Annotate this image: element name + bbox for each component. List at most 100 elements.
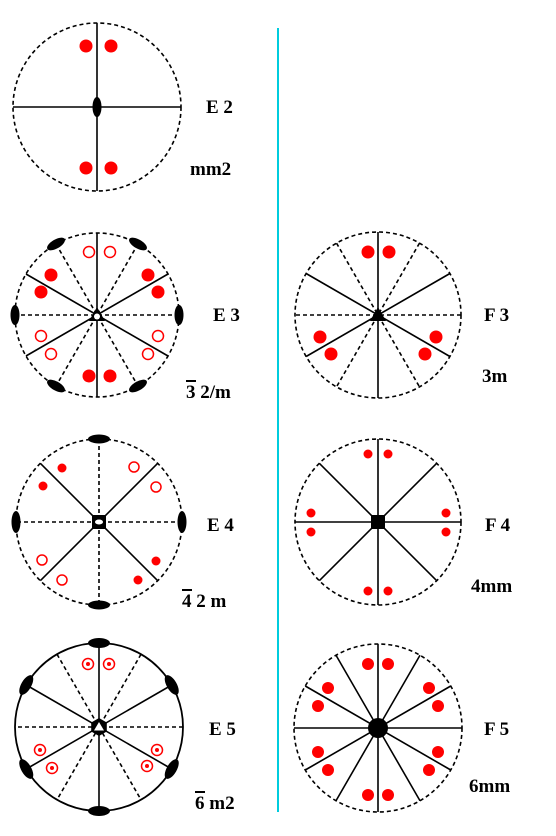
symbol-e5: 6 m2: [195, 791, 235, 814]
label-f3: F 3: [484, 305, 510, 326]
twofold-axis-icon: [88, 600, 110, 610]
label-f4: F 4: [485, 515, 511, 536]
pole-point: [362, 789, 374, 801]
symbol-e4-bar: 4: [182, 589, 192, 612]
pole-point: [82, 369, 96, 383]
pole-open: [128, 461, 140, 473]
diagram-e3: [10, 232, 184, 398]
pole-point: [382, 245, 396, 259]
pole-point: [383, 449, 393, 459]
pole-open: [150, 481, 162, 493]
pole-double-center: [155, 748, 159, 752]
pole-point: [312, 700, 324, 712]
twofold-axis-icon: [88, 806, 110, 816]
twofold-axis-icon: [11, 511, 21, 533]
pole-point: [34, 285, 48, 299]
pole-point: [103, 369, 117, 383]
pole-point: [432, 700, 444, 712]
pole-point: [322, 764, 334, 776]
pole-point: [312, 746, 324, 758]
pole-double-ring: [150, 743, 164, 757]
symbol-e3-rest: 2/m: [195, 382, 231, 403]
symbol-e5-rest: m2: [204, 793, 235, 814]
pole-point: [324, 347, 338, 361]
threefold-inner-icon: [94, 722, 104, 731]
pole-open: [56, 574, 68, 586]
twofold-axis-icon: [174, 305, 184, 325]
inversion-center-icon: [95, 519, 103, 525]
symbol-f4: 4mm: [471, 576, 513, 597]
symbol-e5-bar: 6: [195, 791, 205, 814]
threefold-axis-icon: [370, 307, 386, 321]
pole-point: [141, 268, 155, 282]
pole-point: [104, 39, 118, 53]
pole-open: [141, 347, 155, 361]
pole-point: [79, 161, 93, 175]
twofold-axis-icon: [88, 434, 110, 444]
pole-point: [57, 463, 67, 473]
symbol-e3-bar: 3: [186, 380, 196, 403]
pole-point: [313, 330, 327, 344]
pole-open: [44, 347, 58, 361]
symbol-e2: mm2: [190, 159, 232, 180]
label-e2: E 2: [206, 97, 233, 118]
twofold-axis-icon: [129, 379, 147, 393]
pole-open: [151, 329, 165, 343]
pole-double-center: [38, 748, 42, 752]
pole-double-center: [50, 766, 54, 770]
label-e3: E 3: [213, 305, 240, 326]
twofold-axis-icon: [19, 675, 34, 695]
diagram-e2: [12, 22, 182, 192]
pole-point: [418, 347, 432, 361]
diagram-f3: [294, 231, 462, 399]
pole-double-ring: [102, 657, 116, 671]
twofold-axis-icon: [177, 511, 187, 533]
pole-double-center: [145, 764, 149, 768]
symbol-e4-rest: 2 m: [191, 591, 227, 612]
pole-point: [361, 245, 375, 259]
sixfold-axis-icon: [368, 718, 388, 738]
pole-point: [441, 508, 451, 518]
pole-point: [382, 789, 394, 801]
fourfold-axis-icon: [371, 515, 385, 529]
pole-point: [382, 658, 394, 670]
twofold-axis-line: [55, 243, 139, 387]
twofold-axis-icon: [10, 305, 20, 325]
label-e5: E 5: [209, 719, 236, 740]
twofold-axis-icon: [47, 379, 65, 393]
pole-point: [322, 682, 334, 694]
pole-point: [306, 508, 316, 518]
twofold-axis-icon: [47, 237, 65, 251]
pole-point: [441, 527, 451, 537]
pole-open: [82, 245, 96, 259]
pole-point: [38, 481, 48, 491]
twofold-axis-icon: [92, 97, 102, 117]
pole-point: [423, 764, 435, 776]
pole-point: [363, 449, 373, 459]
twofold-axis-icon: [19, 759, 34, 779]
pole-point: [423, 682, 435, 694]
pole-double-ring: [45, 761, 59, 775]
symbol-f3: 3m: [482, 366, 508, 387]
label-f5: F 5: [484, 719, 510, 740]
pole-point: [44, 268, 58, 282]
pole-double-ring: [140, 759, 154, 773]
pole-open: [36, 554, 48, 566]
pole-point: [133, 575, 143, 585]
pole-point: [306, 527, 316, 537]
twofold-axis-icon: [164, 759, 179, 779]
pole-point: [432, 746, 444, 758]
pole-double-center: [86, 662, 90, 666]
twofold-axis-icon: [164, 675, 179, 695]
diagram-e4: [11, 434, 187, 610]
inversion-center-icon: [94, 313, 100, 320]
diagram-f4: [294, 438, 462, 606]
pole-double-center: [107, 662, 111, 666]
pole-point: [383, 586, 393, 596]
twofold-axis-line: [55, 243, 139, 387]
pole-point: [104, 161, 118, 175]
pole-open: [34, 329, 48, 343]
symbol-f5: 6mm: [469, 776, 511, 797]
pole-open: [103, 245, 117, 259]
